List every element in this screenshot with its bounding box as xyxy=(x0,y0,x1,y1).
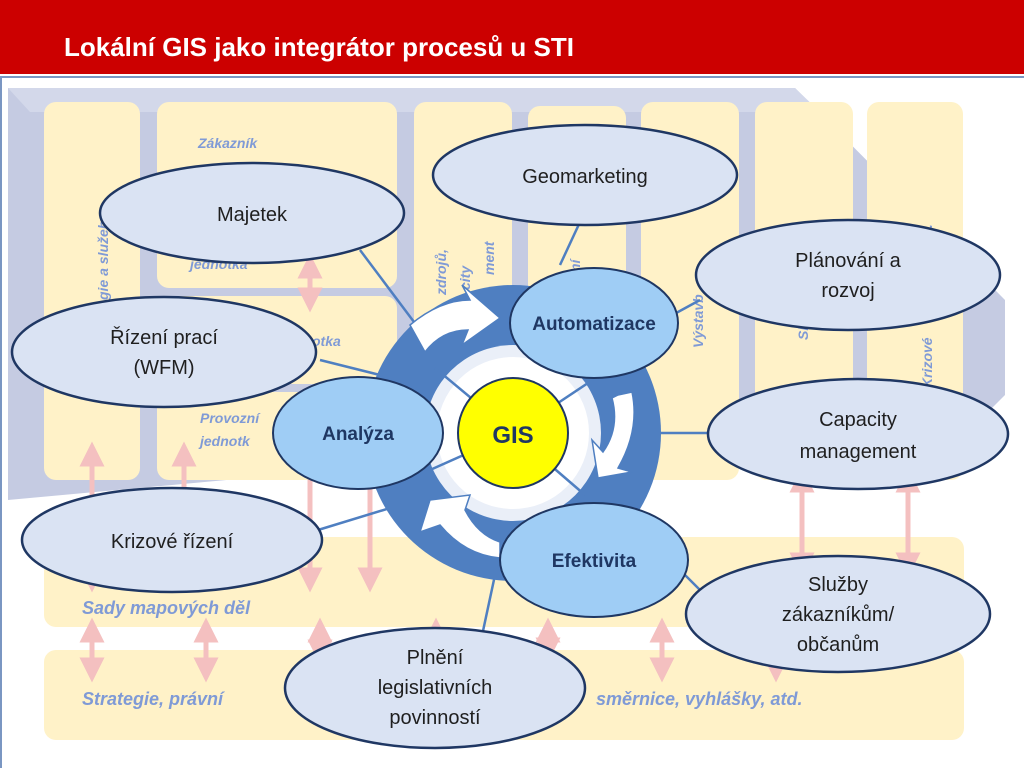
sluzby-label-1: Služby xyxy=(808,574,868,596)
label-smernice: směrnice, vyhlášky, atd. xyxy=(596,689,802,709)
geomarketing-label: Geomarketing xyxy=(522,166,648,188)
analyza-label: Analýza xyxy=(322,424,394,445)
capacity-label-2: management xyxy=(800,441,917,463)
core-bubble-analyza[interactable]: Analýza xyxy=(272,376,444,490)
label-strategie-sluzby: gie a služeb xyxy=(95,220,111,301)
cycle-arrows xyxy=(409,284,635,559)
krizove-label: Krizové řízení xyxy=(111,531,234,553)
majetek-label: Majetek xyxy=(217,204,288,226)
rizeni-label-2: (WFM) xyxy=(133,357,194,379)
label-vystavba: Výstavb xyxy=(690,294,706,348)
planovani-label-2: rozvoj xyxy=(821,280,874,302)
label-provozni: Provozní xyxy=(200,410,261,426)
rizeni-label-1: Řízení prací xyxy=(110,326,218,349)
core-bubble-automatizace[interactable]: Automatizace xyxy=(509,267,679,379)
planovani-label-1: Plánování a xyxy=(795,250,902,272)
label-city: city xyxy=(457,265,473,290)
header-divider-line xyxy=(0,76,1024,78)
plneni-label-2: legislativních xyxy=(378,677,493,699)
bubble-plneni[interactable]: Plnění legislativních povinností xyxy=(283,626,587,750)
column-strategie xyxy=(44,102,140,480)
label-jednotka-2: otka xyxy=(312,333,341,349)
bubble-majetek[interactable]: Majetek xyxy=(98,161,406,265)
label-provozni-2: jednotk xyxy=(198,433,251,449)
bubble-geomarketing[interactable]: Geomarketing xyxy=(431,123,739,227)
sluzby-label-2: zákazníkům/ xyxy=(782,604,895,626)
gis-label: GIS xyxy=(492,422,533,449)
label-sady: Sady mapových děl xyxy=(82,598,251,618)
core-bubble-efektivita[interactable]: Efektivita xyxy=(499,502,689,618)
efektivita-label: Efektivita xyxy=(552,551,637,572)
label-zakaznik: Zákazník xyxy=(197,135,258,151)
label-zdroju: zdrojů, xyxy=(433,249,449,296)
header-bar xyxy=(0,0,1024,74)
bubble-rizeni[interactable]: Řízení prací (WFM) xyxy=(10,295,318,409)
bubble-capacity[interactable]: Capacity management xyxy=(706,377,1010,491)
sluzby-label-3: občanům xyxy=(797,634,879,656)
capacity-label-1: Capacity xyxy=(819,409,897,431)
gis-center xyxy=(457,377,569,489)
label-strategie: Strategie, právní xyxy=(82,689,225,709)
label-krizove: Krizové xyxy=(919,337,935,388)
left-border-line xyxy=(0,78,2,768)
bubble-krizove[interactable]: Krizové řízení xyxy=(20,486,324,594)
automatizace-label: Automatizace xyxy=(532,314,656,335)
bubble-sluzby[interactable]: Služby zákazníkům/ občanům xyxy=(684,554,992,674)
plneni-label-1: Plnění xyxy=(407,647,464,669)
label-ment: ment xyxy=(481,240,497,275)
plneni-label-3: povinností xyxy=(389,707,481,729)
slide-title: Lokální GIS jako integrátor procesů u ST… xyxy=(64,32,574,62)
bubble-planovani[interactable]: Plánování a rozvoj xyxy=(694,218,1002,332)
